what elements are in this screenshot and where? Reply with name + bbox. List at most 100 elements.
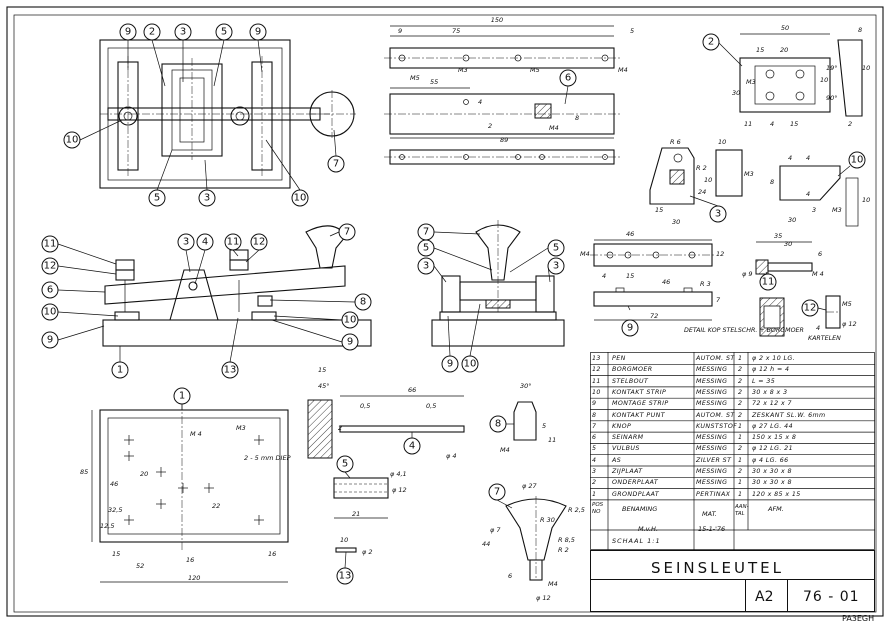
end-view [431, 220, 565, 347]
axle-shaft [339, 425, 465, 433]
callout-number: 9 [255, 27, 261, 38]
svg-text:M4: M4 [500, 446, 510, 454]
parts-list-cell-pos: 2 [592, 479, 597, 487]
svg-text:4: 4 [478, 98, 482, 106]
bracket-detail: 50 20 15 30 M3 10 11 4 15 8 19° 90° 2 10… [649, 24, 870, 227]
parts-list-cell-material: KUNSTSTOF [696, 422, 738, 430]
callout-number: 3 [423, 261, 429, 272]
svg-text:M4: M4 [618, 66, 628, 74]
svg-text:10: 10 [862, 64, 870, 72]
svg-text:15: 15 [756, 46, 764, 54]
set-screw-body [767, 262, 813, 272]
svg-text:M3: M3 [744, 170, 754, 178]
knob-detail: φ 27 R 30 R 2,5 φ 7 R 8,5 R 2 44 6 M4 φ … [482, 482, 585, 602]
parts-list-cell-name: MONTAGE STRIP [612, 400, 669, 408]
parts-list-cell-material: MESSING [696, 366, 728, 374]
svg-text:16: 16 [268, 550, 276, 558]
svg-text:0,5: 0,5 [360, 402, 370, 410]
svg-text:19°: 19° [826, 64, 838, 72]
parts-list-cell-dims: L = 35 [752, 377, 776, 385]
arm-detail: 150 9 75 5 M5 M3 M5 M4 55 4 M4 8 2 89 [384, 16, 634, 165]
callout-number: 13 [339, 571, 352, 582]
bush-body [333, 477, 389, 499]
parts-list-cell-name: STELBOUT [612, 377, 649, 385]
svg-text:12,5: 12,5 [100, 522, 114, 530]
header-name: BENAMING [622, 505, 658, 513]
svg-text:2 - 5 mm DIEP: 2 - 5 mm DIEP [244, 454, 291, 462]
callout-number: 12 [253, 237, 266, 248]
svg-text:55: 55 [430, 78, 438, 86]
svg-text:10: 10 [718, 138, 726, 146]
parts-list-cell-material: AUTOM. ST [696, 355, 735, 362]
strip-detail: 46 M4 4 15 46 12 R 3 7 72 9 35 30 6 φ 9 … [580, 230, 857, 342]
axle-detail: 15 45° 66 0,5 2 0,5 φ 4 4 [307, 366, 465, 460]
svg-text:4: 4 [806, 154, 810, 162]
svg-text:35: 35 [774, 232, 782, 240]
svg-text:φ 4,1: φ 4,1 [390, 470, 407, 478]
svg-text:12: 12 [716, 250, 724, 258]
svg-text:24: 24 [698, 188, 706, 196]
callout-number: 5 [423, 243, 429, 254]
parts-list-cell-material: MESSING [696, 479, 728, 487]
svg-text:21: 21 [352, 510, 360, 518]
callout-number: 9 [47, 335, 53, 346]
svg-text:75: 75 [452, 27, 460, 35]
author-mark: PA3EGH [842, 614, 875, 623]
svg-text:11: 11 [744, 120, 752, 128]
callout-number: 7 [344, 227, 350, 238]
pin-body [335, 547, 357, 553]
sheet-border [6, 6, 884, 617]
bottom-plate-view [739, 57, 831, 113]
parts-list-cell-name: VULBUS [612, 445, 640, 453]
contact-point-profile [513, 401, 537, 441]
parts-list-cell-name: AS [612, 456, 622, 464]
parts-list-cell-name: KONTAKT STRIP [612, 388, 667, 396]
side-view-callouts: 11 12 6 10 9 3 4 11 12 7 8 10 [41, 223, 372, 379]
svg-text:120: 120 [188, 574, 200, 582]
header-material: MAT. [702, 510, 717, 518]
callout-number: 1 [179, 391, 185, 402]
svg-text:R 2,5: R 2,5 [568, 506, 585, 514]
knob-thread [529, 559, 543, 581]
callout-number: 5 [221, 27, 227, 38]
parts-list-cell-qty: 2 [738, 445, 743, 453]
svg-text:15: 15 [655, 206, 663, 214]
svg-text:10: 10 [820, 76, 828, 84]
title-block: SEINSLEUTEL A2 76 - 01 [590, 550, 875, 612]
svg-text:R 2: R 2 [558, 546, 569, 554]
svg-text:7: 7 [716, 296, 721, 304]
drawn-by: M.v.H. [638, 525, 659, 533]
svg-text:15: 15 [626, 272, 634, 280]
svg-text:10: 10 [340, 536, 348, 544]
callout-number: 7 [423, 227, 429, 238]
callout-number: 1 [117, 365, 123, 376]
svg-text:22: 22 [212, 502, 220, 510]
callout-number: 3 [183, 237, 189, 248]
svg-text:8: 8 [770, 178, 774, 186]
parts-list-cell-qty: 1 [738, 434, 743, 442]
callout-number: 10 [851, 155, 864, 166]
adjust-screw-right [230, 106, 250, 126]
parts-list-cell-material: PERTINAX [696, 490, 731, 498]
parts-list-cell-dims: φ 27 LG. 44 [752, 422, 793, 430]
drawing-date: 15-1-'76 [698, 525, 726, 533]
svg-text:φ 12: φ 12 [536, 594, 551, 602]
parts-list-cell-pos: 12 [592, 366, 601, 374]
svg-text:15: 15 [790, 120, 798, 128]
parts-list-cell-dims: 150 x 15 x 8 [752, 434, 797, 442]
base-plate-detail: M 4 M3 2 - 5 mm DIEP 20 46 85 32,5 12,5 … [80, 387, 291, 583]
callout-number: 12 [804, 303, 817, 314]
callout-number: 6 [47, 285, 53, 296]
callout-number: 9 [347, 337, 353, 348]
parts-list-cell-name: ONDERPLAAT [612, 479, 659, 487]
parts-list-cell-qty: 1 [738, 456, 743, 464]
svg-text:R 30: R 30 [540, 516, 555, 524]
svg-text:4: 4 [816, 324, 820, 332]
callout-number: 5 [553, 243, 559, 254]
parts-list-cell-name: BORGMOER [612, 366, 653, 374]
svg-text:10: 10 [704, 176, 712, 184]
